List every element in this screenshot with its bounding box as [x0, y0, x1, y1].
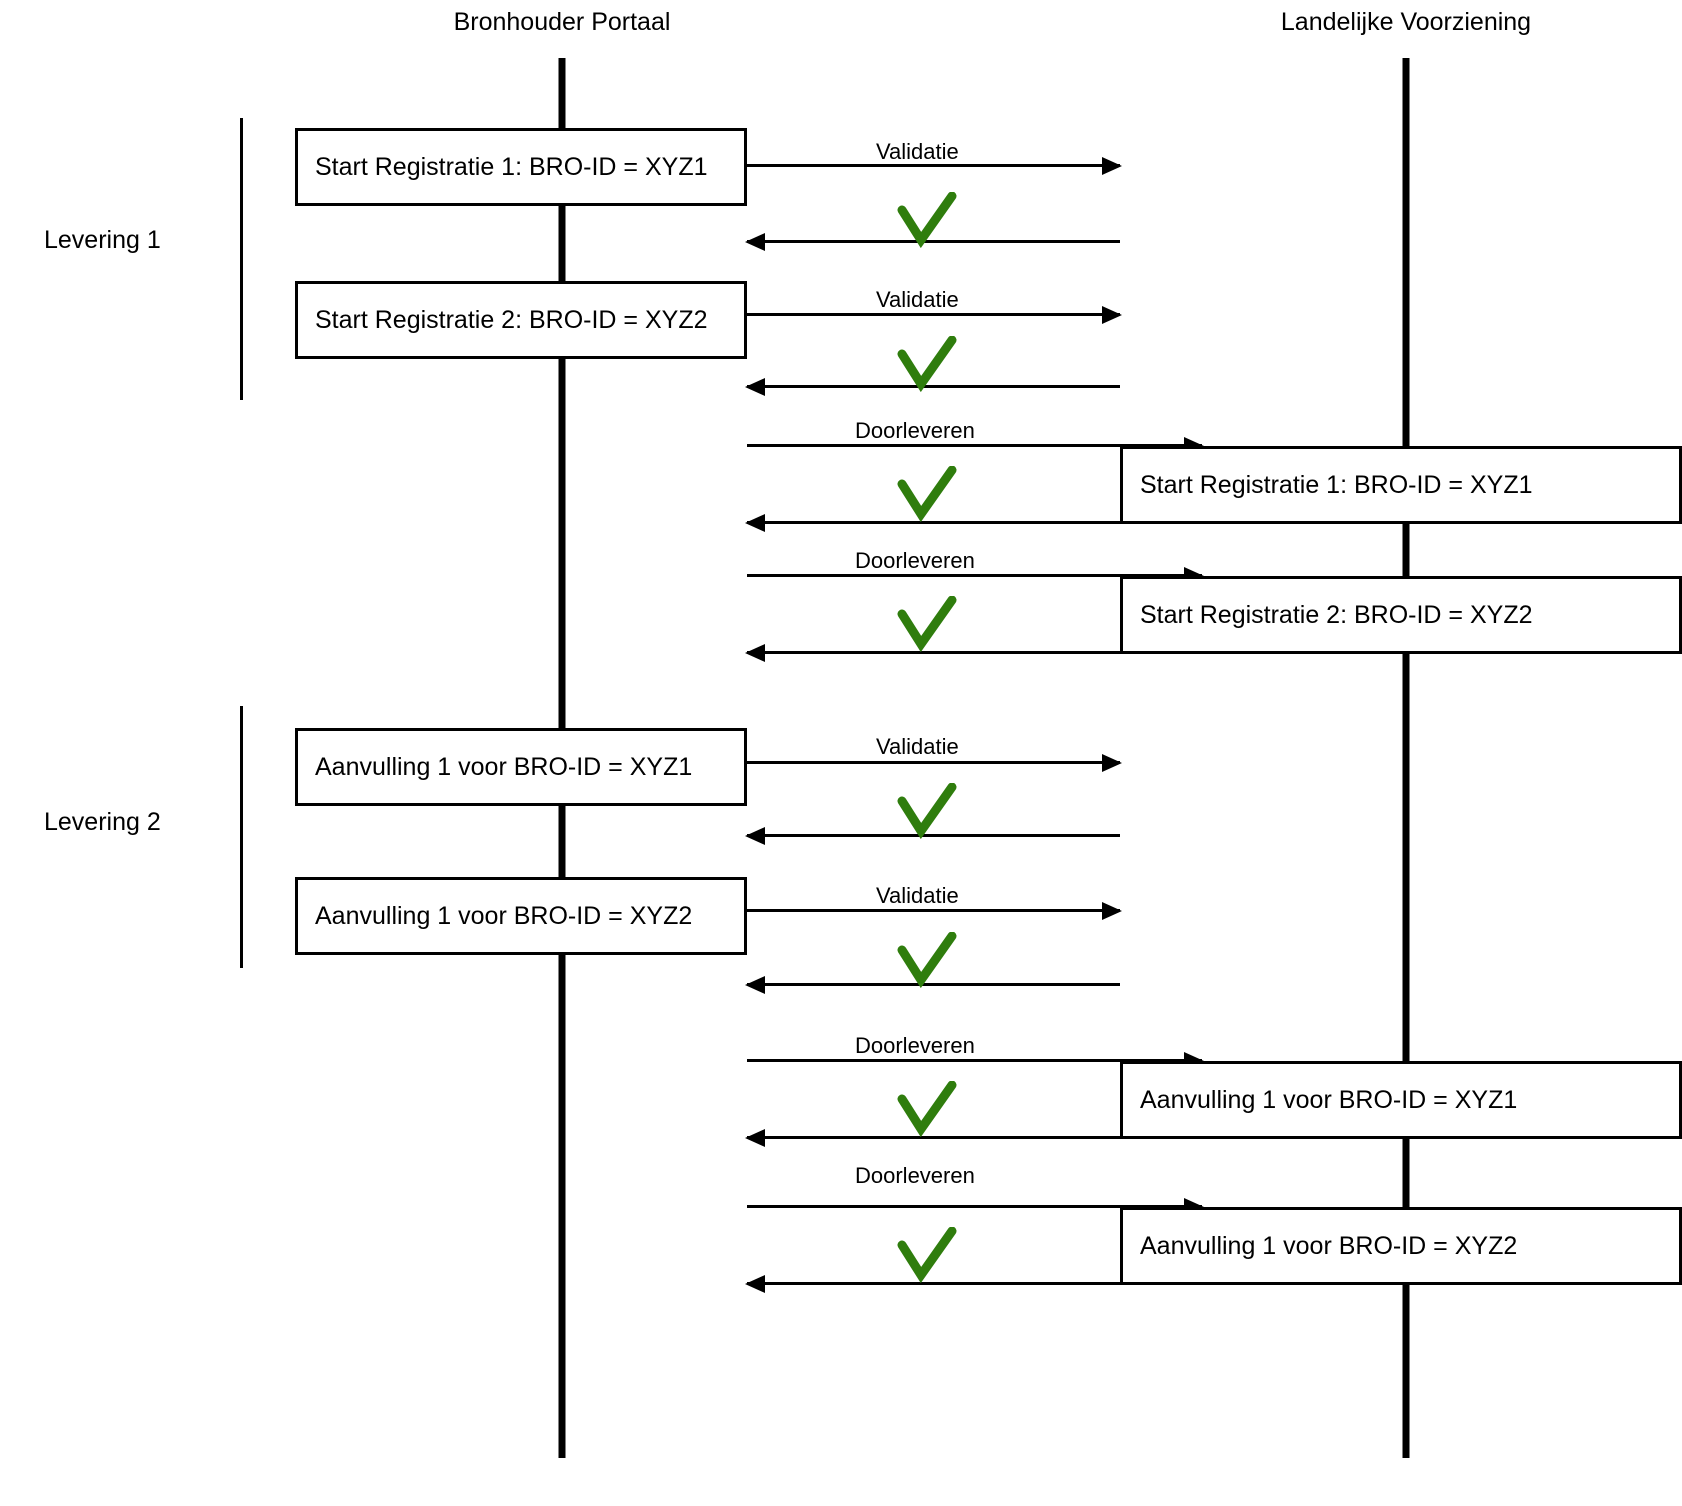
arrow-response-step-4	[745, 643, 1202, 662]
group-label-levering-1: Levering 1	[44, 226, 161, 254]
arrow-label-step-3: Doorleveren	[855, 418, 975, 443]
arrow-label-step-5: Validatie	[876, 734, 959, 759]
arrowhead-right-icon	[1102, 901, 1122, 920]
lifeline-bar-landelijke	[1402, 58, 1410, 1458]
message-box-step-1[interactable]: Start Registratie 1: BRO-ID = XYZ1	[295, 128, 747, 206]
message-box-label: Start Registratie 1: BRO-ID = XYZ1	[315, 153, 708, 181]
check-ok-icon-step-4	[896, 596, 958, 652]
arrowhead-right-icon	[1102, 305, 1122, 324]
message-box-label: Aanvulling 1 voor BRO-ID = XYZ1	[1140, 1086, 1518, 1114]
arrow-response-step-6	[745, 975, 1120, 994]
arrow-response-step-3	[745, 513, 1202, 532]
message-box-label: Start Registratie 2: BRO-ID = XYZ2	[1140, 601, 1533, 629]
arrowhead-left-icon	[745, 975, 765, 994]
arrow-label-step-1: Validatie	[876, 139, 959, 164]
message-box-step-8[interactable]: Aanvulling 1 voor BRO-ID = XYZ2	[1120, 1207, 1682, 1285]
arrowhead-left-icon	[745, 1128, 765, 1147]
arrow-label-step-4: Doorleveren	[855, 548, 975, 573]
arrowhead-left-icon	[745, 1274, 765, 1293]
message-box-label: Start Registratie 2: BRO-ID = XYZ2	[315, 306, 708, 334]
arrow-response-step-2	[745, 377, 1120, 396]
arrow-label-step-6: Validatie	[876, 883, 959, 908]
message-box-label: Aanvulling 1 voor BRO-ID = XYZ2	[1140, 1232, 1518, 1260]
check-ok-icon-step-6	[896, 932, 958, 988]
arrow-request-step-6	[747, 901, 1122, 920]
arrow-response-step-8	[745, 1274, 1202, 1293]
arrow-response-step-5	[745, 826, 1120, 845]
arrow-label-step-7: Doorleveren	[855, 1033, 975, 1058]
check-ok-icon-step-1	[896, 192, 958, 248]
arrowhead-left-icon	[745, 826, 765, 845]
group-bracket-levering-1	[240, 118, 243, 400]
message-box-step-5[interactable]: Aanvulling 1 voor BRO-ID = XYZ1	[295, 728, 747, 806]
check-ok-icon-step-2	[896, 336, 958, 392]
arrowhead-right-icon	[1102, 753, 1122, 772]
arrow-label-step-2: Validatie	[876, 287, 959, 312]
check-ok-icon-step-5	[896, 783, 958, 839]
check-ok-icon-step-7	[896, 1081, 958, 1137]
group-label-levering-2: Levering 2	[44, 808, 161, 836]
message-box-step-6[interactable]: Aanvulling 1 voor BRO-ID = XYZ2	[295, 877, 747, 955]
lifeline-header-landelijke: Landelijke Voorziening	[1280, 8, 1532, 36]
check-ok-icon-step-3	[896, 466, 958, 522]
arrowhead-left-icon	[745, 513, 765, 532]
group-bracket-levering-2	[240, 706, 243, 968]
message-box-label: Start Registratie 1: BRO-ID = XYZ1	[1140, 471, 1533, 499]
arrow-request-step-1	[747, 156, 1122, 175]
arrowhead-left-icon	[745, 377, 765, 396]
message-box-label: Aanvulling 1 voor BRO-ID = XYZ2	[315, 902, 693, 930]
arrow-response-step-1	[745, 232, 1120, 251]
arrow-response-step-7	[745, 1128, 1202, 1147]
arrow-label-step-8: Doorleveren	[855, 1163, 975, 1188]
arrowhead-left-icon	[745, 232, 765, 251]
message-box-label: Aanvulling 1 voor BRO-ID = XYZ1	[315, 753, 693, 781]
arrow-request-step-5	[747, 753, 1122, 772]
check-ok-icon-step-8	[896, 1227, 958, 1283]
lifeline-header-bronhouder: Bronhouder Portaal	[453, 8, 671, 36]
arrowhead-right-icon	[1102, 156, 1122, 175]
message-box-step-4[interactable]: Start Registratie 2: BRO-ID = XYZ2	[1120, 576, 1682, 654]
arrowhead-left-icon	[745, 643, 765, 662]
message-box-step-2[interactable]: Start Registratie 2: BRO-ID = XYZ2	[295, 281, 747, 359]
arrow-request-step-2	[747, 305, 1122, 324]
message-box-step-7[interactable]: Aanvulling 1 voor BRO-ID = XYZ1	[1120, 1061, 1682, 1139]
message-box-step-3[interactable]: Start Registratie 1: BRO-ID = XYZ1	[1120, 446, 1682, 524]
